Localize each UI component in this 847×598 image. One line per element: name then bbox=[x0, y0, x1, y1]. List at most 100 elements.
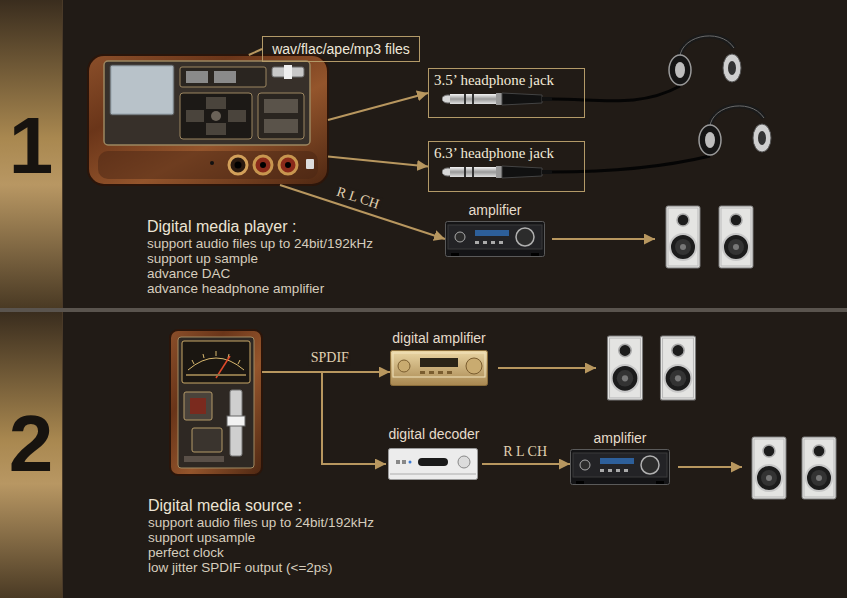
connector-label: R L CH bbox=[501, 444, 549, 459]
media-player-illustration bbox=[254, 156, 272, 174]
headphone-cable bbox=[552, 86, 680, 101]
media-player-illustration bbox=[264, 119, 298, 133]
media-player-illustration bbox=[260, 162, 266, 168]
media-player-illustration bbox=[180, 67, 266, 87]
media-player-illustration bbox=[229, 156, 247, 174]
media-player-illustration bbox=[306, 159, 314, 169]
media-source-illustration bbox=[178, 337, 254, 468]
signal-arrow bbox=[552, 238, 655, 240]
section-strip bbox=[0, 312, 62, 598]
speaker bbox=[719, 206, 753, 268]
spec-list: Digital media source :support audio file… bbox=[148, 497, 374, 575]
media-player-illustration bbox=[104, 61, 310, 145]
digital-decoder-unit: digital decoder bbox=[386, 426, 482, 480]
media-source-illustration bbox=[184, 392, 212, 420]
media-player-illustration bbox=[206, 97, 226, 109]
spec-line: perfect clock bbox=[148, 545, 224, 560]
node-label: wav/flac/ape/mp3 files bbox=[272, 41, 410, 58]
media-player-illustration bbox=[210, 161, 214, 165]
section-strip bbox=[0, 0, 62, 308]
media-source-illustration bbox=[182, 341, 250, 383]
connector-label: R L CH bbox=[333, 183, 383, 213]
media-player-illustration bbox=[211, 111, 221, 121]
decoder-illustration bbox=[389, 449, 478, 480]
media-source-illustration bbox=[227, 416, 245, 426]
connector-label: SPDIF bbox=[309, 350, 351, 365]
speaker bbox=[607, 336, 642, 400]
connector bbox=[328, 156, 428, 166]
amplifier-illustration bbox=[571, 450, 670, 485]
media-player-illustration bbox=[258, 93, 304, 139]
media-player-illustration bbox=[110, 65, 174, 115]
section-strip bbox=[62, 0, 63, 598]
media-player-illustration bbox=[180, 93, 252, 139]
media-source: Digital media source :support audio file… bbox=[170, 330, 262, 475]
headphone-jack-box: 6.3’ headphone jack bbox=[428, 141, 585, 192]
section-divider bbox=[0, 308, 847, 312]
speaker bbox=[802, 437, 836, 499]
jack-plug bbox=[442, 166, 552, 178]
spec-line: support up sample bbox=[147, 251, 258, 266]
spec-heading: Digital media source : bbox=[148, 497, 302, 515]
connector bbox=[328, 93, 428, 120]
section-number: 1 bbox=[0, 106, 62, 186]
spec-line: advance headphone amplifier bbox=[147, 281, 324, 296]
signal-arrow bbox=[498, 367, 596, 369]
node-label: 3.5’ headphone jack bbox=[429, 69, 554, 89]
digital-amplifier-unit: digital amplifier bbox=[390, 330, 488, 386]
node-label: digital decoder bbox=[388, 426, 479, 443]
node-label: 6.3’ headphone jack bbox=[429, 142, 554, 162]
digital-amplifier-illustration bbox=[391, 351, 488, 386]
headphone-jack-box: 3.5’ headphone jack bbox=[428, 68, 585, 118]
jack-plug bbox=[442, 93, 552, 105]
media-source-illustration bbox=[188, 358, 244, 370]
section-number: 2 bbox=[0, 404, 62, 484]
media-player-illustration bbox=[284, 65, 292, 79]
media-player-illustration bbox=[98, 151, 318, 179]
media-source-illustration bbox=[192, 428, 222, 452]
section-strip bbox=[0, 0, 63, 598]
media-player-illustration bbox=[206, 123, 226, 135]
media-player-illustration bbox=[228, 110, 246, 122]
connector bbox=[262, 372, 386, 464]
media-source-illustration bbox=[184, 456, 224, 462]
media-source-illustration bbox=[190, 398, 206, 414]
spec-line: low jitter SPDIF output (<=2ps) bbox=[148, 560, 333, 575]
speaker bbox=[666, 206, 700, 268]
spec-list: Digital media player :support audio file… bbox=[147, 218, 373, 296]
headphones bbox=[669, 36, 741, 85]
node-label: digital amplifier bbox=[392, 330, 485, 347]
media-player-illustration bbox=[214, 71, 236, 83]
media-player-illustration bbox=[88, 55, 328, 185]
media-source-illustration bbox=[192, 351, 240, 364]
headphone-cable bbox=[552, 156, 710, 172]
spec-line: support upsample bbox=[148, 530, 255, 545]
signal-arrow bbox=[678, 466, 742, 468]
connector bbox=[249, 49, 262, 55]
media-player: Digital media player :support audio file… bbox=[88, 55, 328, 185]
media-player-illustration bbox=[186, 110, 204, 122]
headphones bbox=[699, 106, 771, 155]
media-source-illustration bbox=[170, 330, 262, 475]
speaker bbox=[660, 336, 695, 400]
node-label: amplifier bbox=[594, 430, 647, 447]
media-player-illustration bbox=[264, 99, 298, 113]
speaker bbox=[752, 437, 786, 499]
media-source-illustration bbox=[170, 330, 262, 475]
spec-heading: Digital media player : bbox=[147, 218, 296, 236]
media-player-illustration bbox=[285, 162, 291, 168]
spec-line: advance DAC bbox=[147, 266, 230, 281]
media-player-illustration bbox=[235, 162, 242, 169]
media-source-illustration bbox=[186, 374, 246, 376]
media-player-illustration bbox=[112, 67, 172, 113]
spec-line: support audio files up to 24bit/192kHz bbox=[147, 236, 373, 251]
amplifier-unit: amplifier bbox=[570, 430, 670, 486]
node-label: amplifier bbox=[469, 202, 522, 219]
spec-line: support audio files up to 24bit/192kHz bbox=[148, 515, 374, 530]
media-player-illustration bbox=[88, 55, 328, 185]
